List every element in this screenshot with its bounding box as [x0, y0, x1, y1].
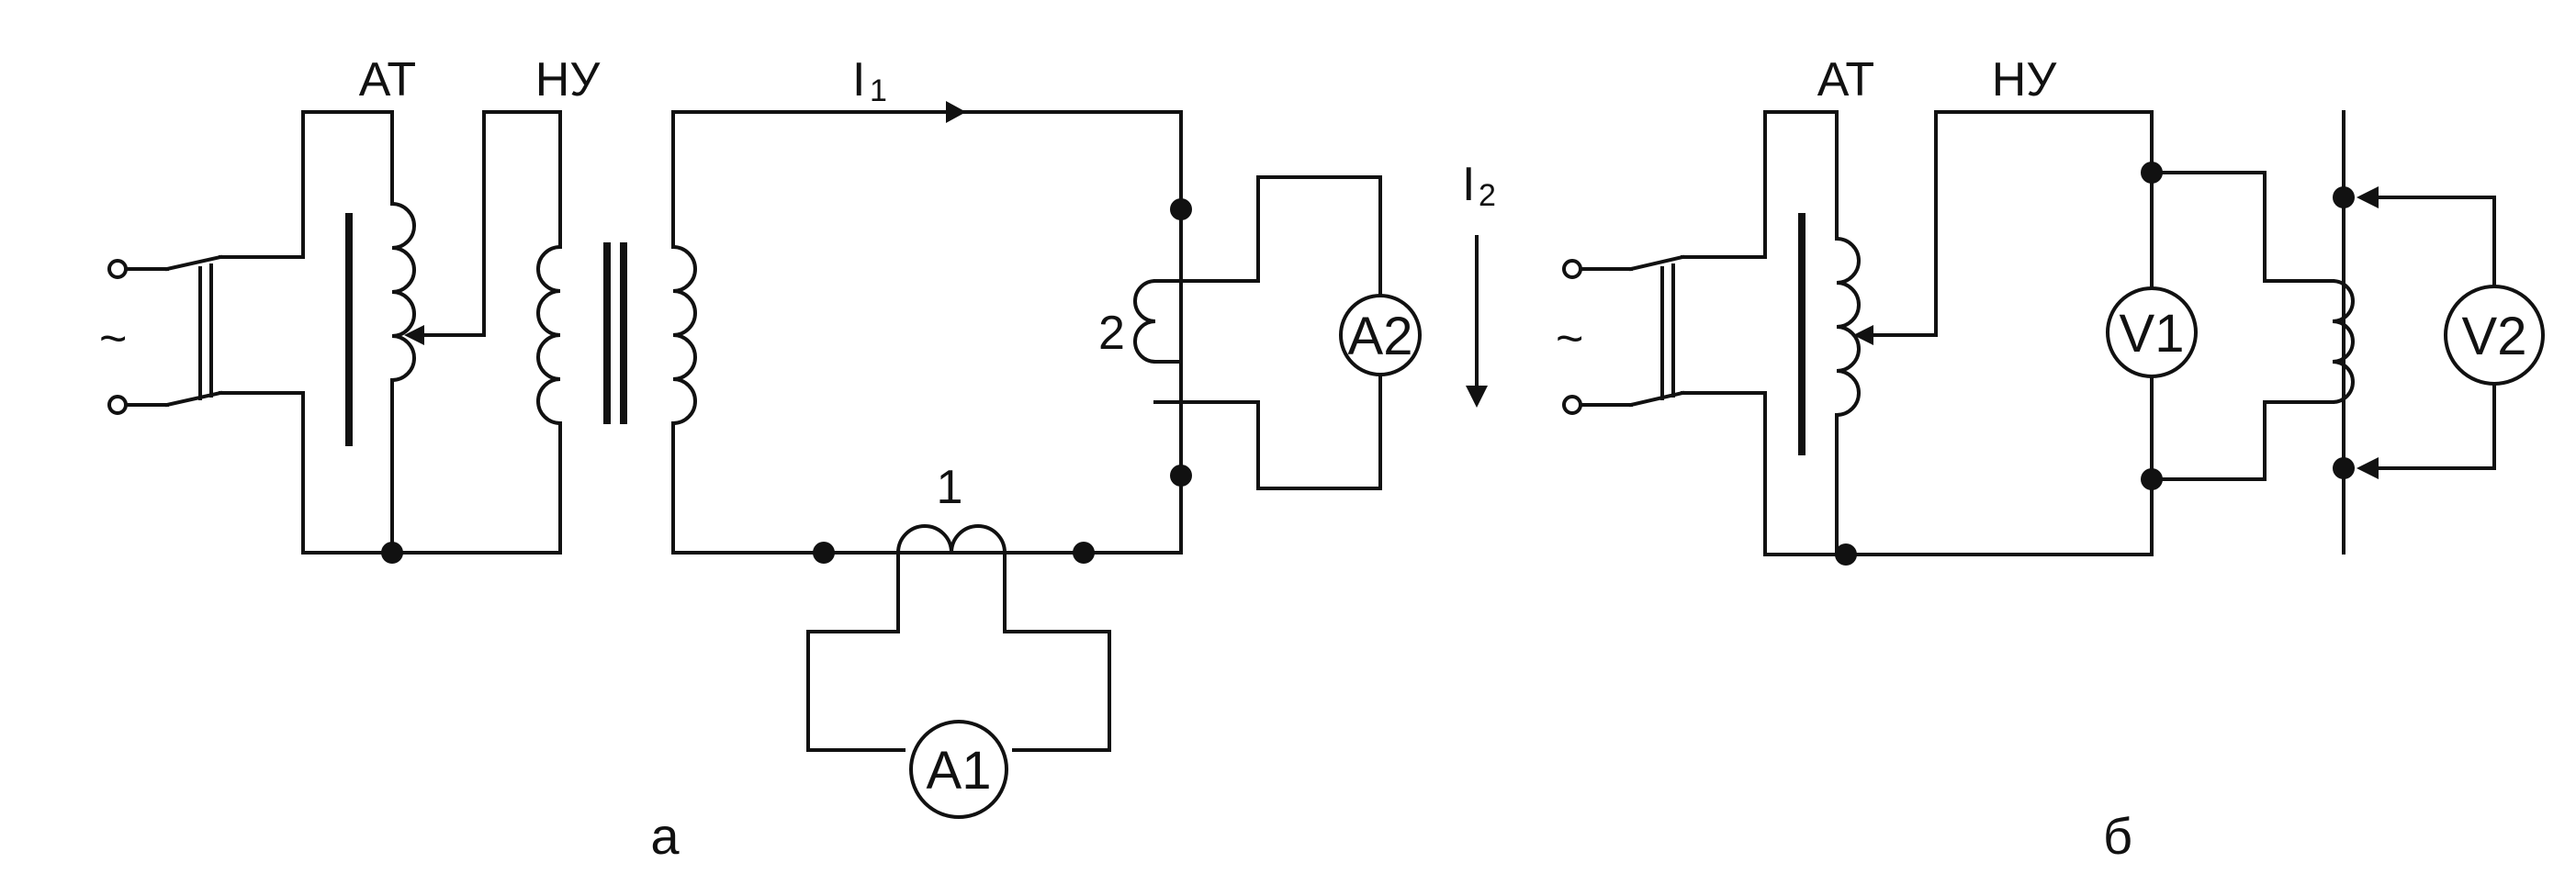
ammeter-a2-label: A2: [1348, 307, 1413, 366]
coil-2-label: 2: [1098, 307, 1125, 360]
double-pole-switch-a: [164, 254, 305, 408]
autotransformer-wiper-arrow-b: [1853, 325, 1873, 345]
current-i2-arrow: [1466, 235, 1488, 408]
tap-arrow-lower: [2357, 457, 2379, 479]
ammeter-a2: A2: [1339, 294, 1422, 376]
load-transformer-label-a: НУ: [535, 53, 602, 106]
caption-b: б: [2103, 807, 2132, 865]
voltmeter-v1: V1: [2106, 286, 2198, 378]
junction-dot: [381, 542, 403, 564]
ac-source-symbol-b: ~: [1556, 312, 1583, 365]
secondary-circuit-b: [1934, 110, 2334, 556]
junction-dot: [1835, 543, 1857, 566]
autotransformer-wiper-arrow: [404, 325, 424, 345]
ammeter-a1: A1: [909, 720, 1008, 819]
load-transformer-a: [482, 110, 1183, 555]
measured-coil-b: [2330, 110, 2496, 555]
current-i2-subscript: 2: [1479, 178, 1496, 213]
ammeter-a1-label: A1: [927, 741, 992, 801]
load-transformer-label-b: НУ: [1992, 53, 2058, 106]
autotransformer-a: [301, 110, 562, 564]
current-i2-label: I: [1462, 158, 1475, 211]
source-input-b: ~: [1556, 259, 1633, 415]
current-i1-arrow: [946, 101, 966, 123]
current-i1-label: I: [852, 53, 865, 106]
autotransformer-label-b: АТ: [1817, 53, 1874, 106]
caption-a: а: [650, 807, 680, 865]
voltmeter-v1-label: V1: [2120, 304, 2185, 364]
voltmeter-v2: V2: [2444, 285, 2545, 386]
coil-1-label: 1: [937, 461, 963, 514]
diagram-b: ~: [1556, 53, 2545, 865]
diagram-a: ~: [99, 53, 1496, 865]
current-i1-subscript: 1: [870, 73, 887, 108]
autotransformer-label-a: АТ: [359, 53, 416, 106]
voltmeter-v2-label: V2: [2462, 307, 2527, 366]
tap-arrow-upper: [2357, 186, 2379, 208]
source-input-a: ~: [99, 259, 169, 415]
coil-2: [1133, 175, 1382, 490]
coil-1: [806, 524, 1111, 752]
double-pole-switch-b: [1628, 254, 1767, 408]
ac-source-symbol: ~: [99, 312, 127, 365]
autotransformer-b: [1763, 110, 2154, 566]
